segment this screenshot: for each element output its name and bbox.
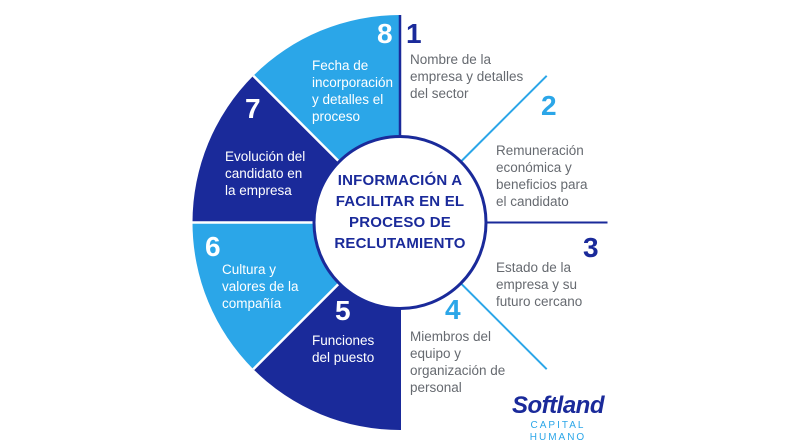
segment-5-number: 5 xyxy=(335,295,351,326)
segment-4-label: Miembros del equipo y organización de pe… xyxy=(410,329,506,395)
segment-7-number: 7 xyxy=(245,93,261,124)
softland-logo: Softland CAPITAL HUMANO xyxy=(504,394,612,444)
segment-2-label: Remuneración económica y beneficios para… xyxy=(496,143,588,209)
segment-6-label: Cultura y valores de la compañía xyxy=(222,262,299,311)
segment-1-label: Nombre de la empresa y detalles del sect… xyxy=(410,52,524,101)
center-title: INFORMACIÓN A FACILITAR EN EL PROCESO DE… xyxy=(334,172,466,252)
segment-1-number: 1 xyxy=(406,18,422,49)
segment-5-label: Funciones del puesto xyxy=(312,333,375,365)
brand-name: Softland xyxy=(512,392,605,419)
segment-3-number: 3 xyxy=(583,232,599,263)
segment-3-label: Estado de la empresa y su futuro cercano xyxy=(496,260,583,309)
segment-2-number: 2 xyxy=(541,90,557,121)
segment-4-number: 4 xyxy=(445,294,461,325)
segment-8-label: Fecha de incorporación y detalles el pro… xyxy=(312,58,394,124)
segment-7-label: Evolución del candidato en la empresa xyxy=(225,149,306,198)
brand-subtitle: CAPITAL HUMANO xyxy=(529,420,587,443)
segment-6-number: 6 xyxy=(205,231,221,262)
segment-8-number: 8 xyxy=(377,18,393,49)
center-circle xyxy=(312,135,488,310)
